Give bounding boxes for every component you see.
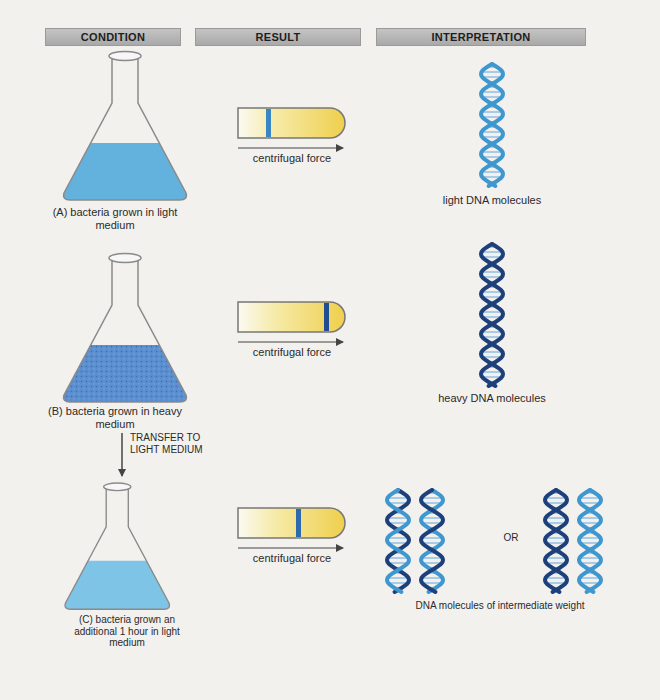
interpretation-caption: light DNA molecules	[432, 194, 552, 207]
dna-strand	[545, 490, 567, 592]
base-pair	[422, 517, 443, 519]
dna-strand	[387, 490, 409, 592]
base-pair	[482, 131, 503, 133]
base-pair	[482, 151, 503, 153]
condition-caption: (B) bacteria grown in heavy medium	[40, 405, 190, 430]
condition-caption: (C) bacteria grown an additional 1 hour …	[60, 614, 194, 649]
base-pair	[482, 251, 503, 253]
centrifuge-tube	[238, 508, 345, 548]
interpretation-caption: DNA molecules of intermediate weight	[378, 600, 622, 612]
base-pair	[388, 577, 409, 579]
base-pair	[482, 271, 503, 273]
dna-strand	[481, 244, 503, 386]
or-label: OR	[496, 532, 526, 544]
base-pair	[482, 331, 503, 333]
base-pair	[422, 497, 443, 499]
base-pair	[482, 291, 503, 293]
base-pair	[388, 497, 409, 499]
base-pair	[580, 537, 601, 539]
base-pair	[482, 91, 503, 93]
base-pair	[388, 517, 409, 519]
base-pair	[482, 111, 503, 113]
base-pair	[482, 351, 503, 353]
dna-strand	[387, 490, 409, 592]
base-pair	[546, 497, 567, 499]
header-box: CONDITION	[45, 28, 181, 46]
header-text: INTERPRETATION	[431, 31, 530, 43]
base-pair	[482, 171, 503, 173]
header-box: RESULT	[195, 28, 361, 46]
header-box: INTERPRETATION	[376, 28, 586, 46]
base-pair	[482, 371, 503, 373]
header-text: CONDITION	[81, 31, 145, 43]
dna-strand	[481, 64, 503, 186]
base-pair	[482, 71, 503, 73]
step-label: TRANSFER TO LIGHT MEDIUM	[130, 432, 230, 455]
dna-strand	[421, 490, 443, 592]
base-pair	[580, 497, 601, 499]
base-pair	[546, 517, 567, 519]
dna-strand	[579, 490, 601, 592]
base-pair	[388, 537, 409, 539]
dna-strand	[579, 490, 601, 592]
condition-caption: (A) bacteria grown in light medium	[40, 206, 190, 231]
dna-strand	[421, 490, 443, 592]
base-pair	[482, 311, 503, 313]
dna-strand	[545, 490, 567, 592]
base-pair	[580, 557, 601, 559]
centrifuge-tube	[238, 108, 345, 148]
centrifuge-tube	[238, 302, 345, 342]
interpretation-caption: heavy DNA molecules	[432, 392, 552, 405]
base-pair	[388, 557, 409, 559]
result-caption: centrifugal force	[232, 346, 352, 359]
result-caption: centrifugal force	[232, 152, 352, 165]
header-text: RESULT	[256, 31, 301, 43]
dna-strand	[481, 244, 503, 386]
base-pair	[580, 577, 601, 579]
base-pair	[422, 537, 443, 539]
flask	[64, 254, 187, 403]
dna-helices	[387, 64, 601, 592]
base-pair	[580, 517, 601, 519]
base-pair	[422, 557, 443, 559]
flask	[65, 483, 169, 609]
flask	[64, 52, 187, 201]
base-pair	[546, 557, 567, 559]
base-pair	[546, 537, 567, 539]
base-pair	[422, 577, 443, 579]
dna-strand	[481, 64, 503, 186]
transfer-arrow	[121, 433, 123, 476]
result-caption: centrifugal force	[232, 552, 352, 565]
base-pair	[546, 577, 567, 579]
